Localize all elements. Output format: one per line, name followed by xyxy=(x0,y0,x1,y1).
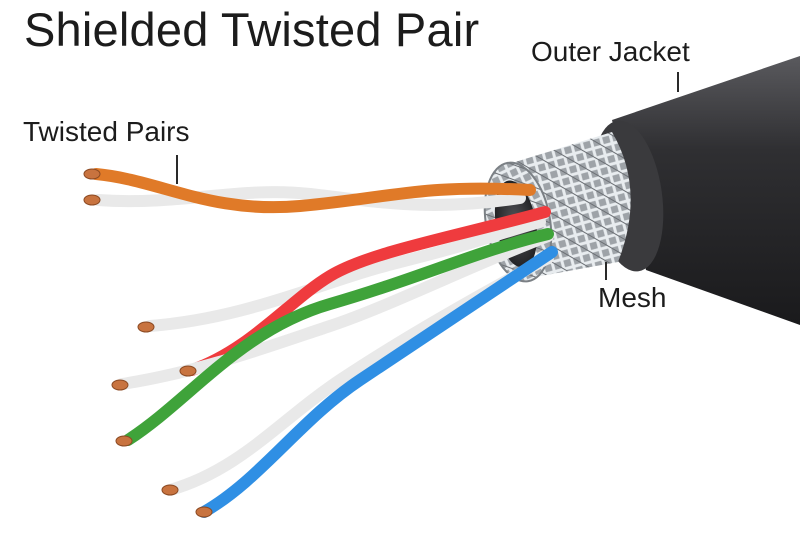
wire-orange xyxy=(90,168,536,214)
diagram-title: Shielded Twisted Pair xyxy=(24,3,480,56)
twisted-pairs xyxy=(90,168,558,518)
leader-lines xyxy=(176,72,679,280)
mesh-shield xyxy=(483,132,631,283)
wire-white-red xyxy=(144,216,546,332)
copper-conductors xyxy=(83,168,213,518)
wire-blue xyxy=(198,246,558,518)
label-outer-jacket: Outer Jacket xyxy=(531,36,690,67)
wire-green xyxy=(122,228,554,446)
wire-white-orange xyxy=(92,186,526,211)
label-mesh: Mesh xyxy=(598,282,667,313)
label-twisted-pairs: Twisted Pairs xyxy=(23,116,190,147)
